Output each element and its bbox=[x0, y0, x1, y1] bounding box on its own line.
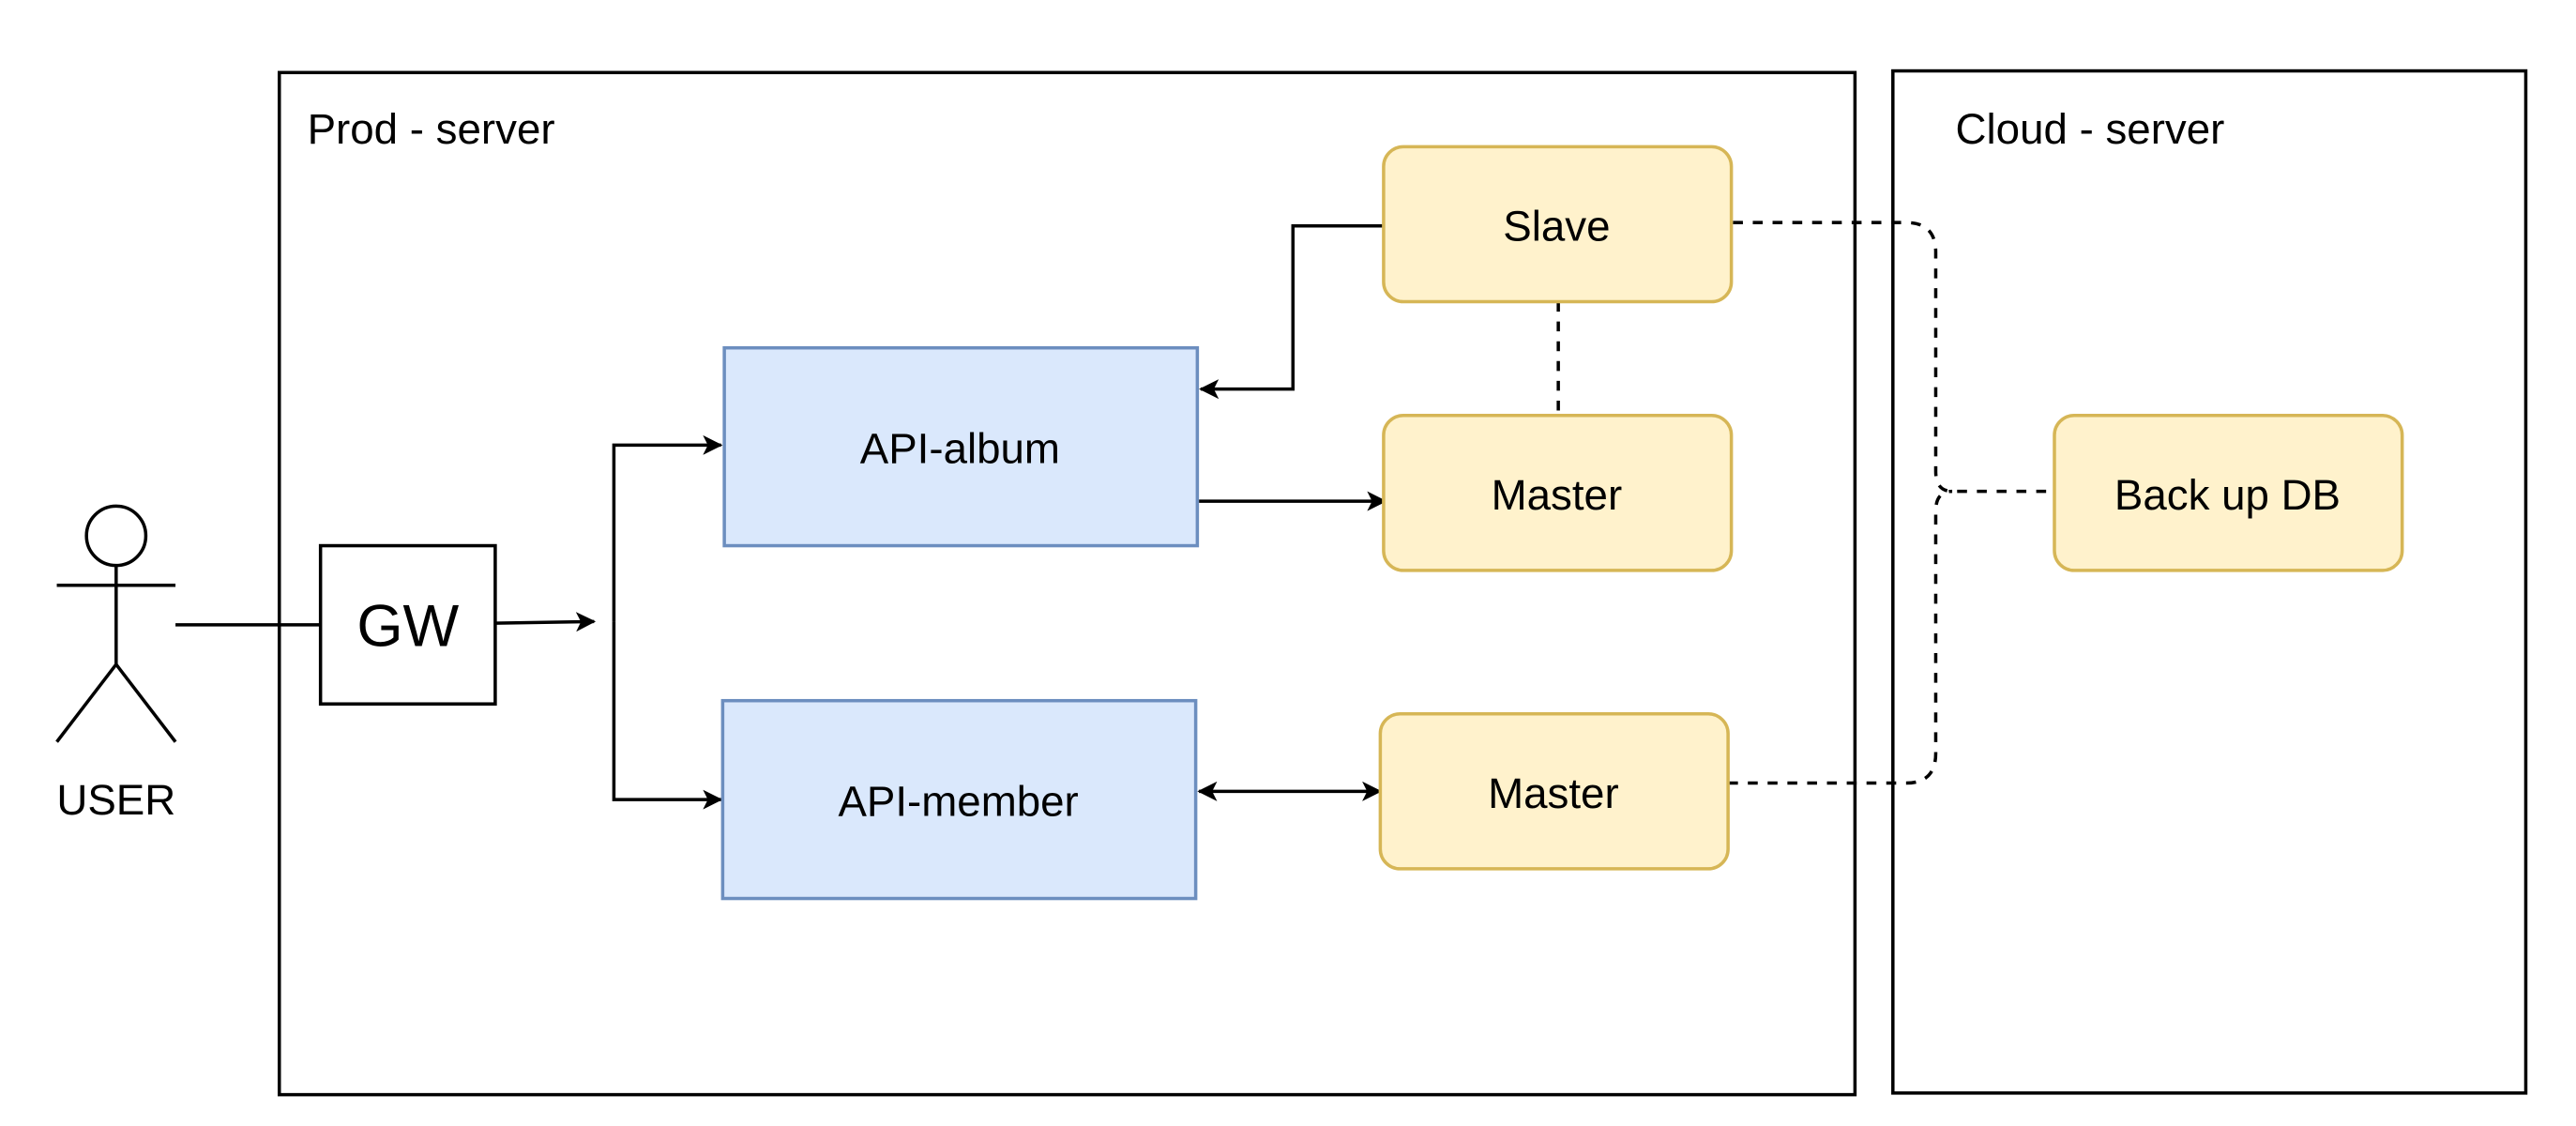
api-album-label: API-album bbox=[860, 425, 1060, 473]
slave-to-album-arrow bbox=[1199, 223, 1384, 400]
user-label: USER bbox=[56, 776, 175, 824]
slave-to-backup-line bbox=[1733, 221, 2054, 494]
member-master-to-backup-line bbox=[1728, 489, 1953, 785]
backup-db-node: Back up DB bbox=[2053, 413, 2404, 572]
user-actor: USER bbox=[55, 504, 177, 824]
connectors bbox=[175, 223, 1387, 810]
api-member-node: API-member bbox=[720, 698, 1198, 901]
member-master-db-label: Master bbox=[1488, 769, 1619, 817]
replication-links bbox=[1556, 221, 2054, 785]
backup-db-label: Back up DB bbox=[2114, 471, 2341, 519]
gateway-label: GW bbox=[356, 594, 459, 660]
album-master-db-node: Master bbox=[1382, 413, 1734, 572]
album-master-db-label: Master bbox=[1492, 471, 1623, 519]
split-to-album-arrow bbox=[612, 434, 723, 622]
gateway-node: GW bbox=[318, 543, 497, 706]
slave-db-node: Slave bbox=[1382, 145, 1734, 304]
gw-to-split-arrow bbox=[494, 612, 597, 632]
cloud-server-label: Cloud - server bbox=[1956, 105, 2225, 153]
api-album-node: API-album bbox=[722, 345, 1200, 548]
api-member-label: API-member bbox=[838, 778, 1078, 826]
prod-server-label: Prod - server bbox=[308, 105, 555, 153]
split-to-member-arrow bbox=[612, 621, 723, 810]
stick-figure-icon bbox=[55, 504, 177, 743]
cloud-server-container: Cloud - server bbox=[1891, 68, 2528, 1095]
prod-server-container: Prod - server bbox=[277, 70, 1857, 1097]
member-master-db-node: Master bbox=[1378, 712, 1730, 871]
slave-db-label: Slave bbox=[1503, 203, 1610, 251]
